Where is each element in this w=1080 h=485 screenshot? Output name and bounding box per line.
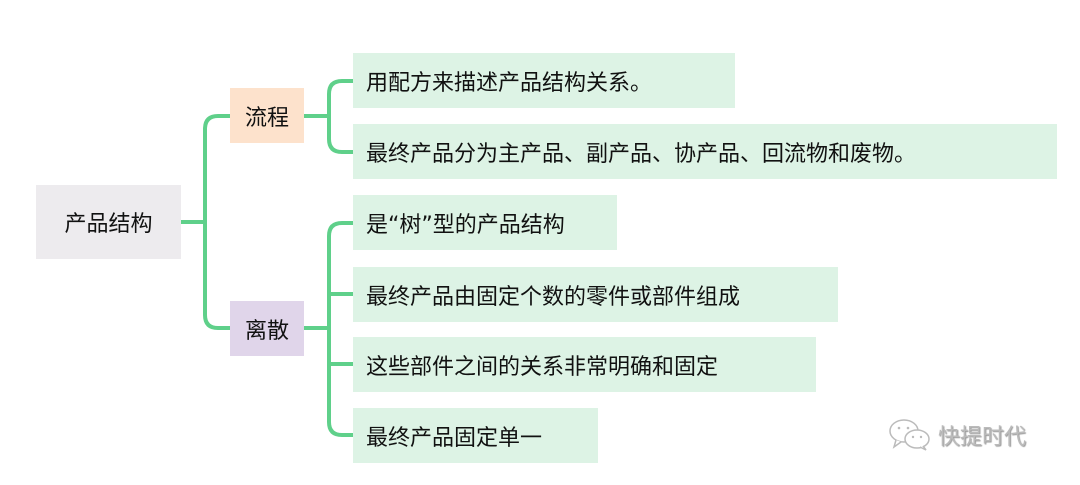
leaf-label: 最终产品固定单一	[366, 425, 543, 451]
leaf-label: 最终产品分为主产品、副产品、协产品、回流物和废物。	[366, 141, 917, 167]
leaf-node: 是“树”型的产品结构	[353, 195, 617, 250]
branch-flow: 流程	[230, 88, 304, 143]
leaf-node: 用配方来描述产品结构关系。	[353, 53, 735, 108]
leaf-label: 是“树”型的产品结构	[366, 212, 565, 238]
wechat-icon	[889, 419, 930, 451]
connector-discrete	[302, 221, 355, 437]
watermark-text: 快提时代	[938, 425, 1027, 450]
branch-label: 离散	[244, 318, 289, 344]
root-node: 产品结构	[36, 185, 181, 259]
connector-flow	[302, 79, 355, 154]
leaf-node: 这些部件之间的关系非常明确和固定	[353, 337, 816, 392]
leaf-label: 最终产品由固定个数的零件或部件组成	[366, 284, 741, 310]
branch-label: 流程	[244, 105, 289, 131]
root-label: 产品结构	[64, 212, 153, 237]
leaf-node: 最终产品分为主产品、副产品、协产品、回流物和废物。	[353, 124, 1057, 179]
leaf-node: 最终产品由固定个数的零件或部件组成	[353, 267, 838, 322]
leaf-label: 这些部件之间的关系非常明确和固定	[366, 354, 719, 380]
watermark: 快提时代	[888, 418, 1026, 452]
leaf-label: 用配方来描述产品结构关系。	[366, 70, 653, 96]
branch-discrete: 离散	[230, 301, 304, 356]
leaf-node: 最终产品固定单一	[353, 408, 598, 463]
connector-root	[179, 114, 232, 330]
